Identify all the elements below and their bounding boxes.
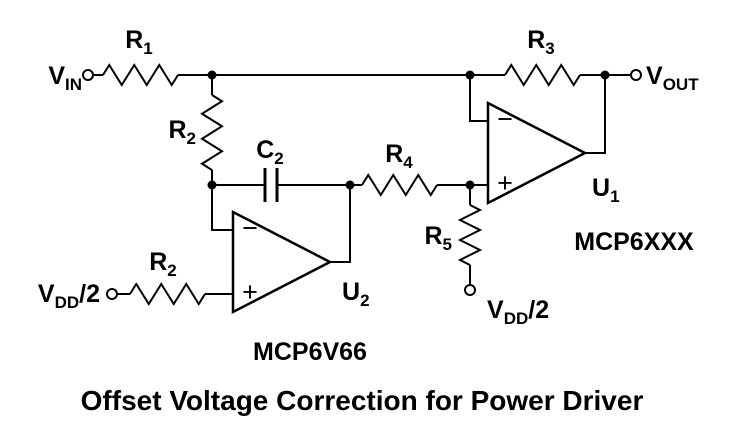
u2-part-number: MCP6V66	[253, 338, 367, 366]
figure-caption: Offset Voltage Correction for Power Driv…	[81, 385, 644, 416]
u1-label: U1	[592, 174, 620, 206]
junction-dot	[465, 70, 475, 80]
junctions-group	[207, 70, 610, 190]
u1-noninverting-input-icon: +	[497, 168, 513, 198]
wire-u1-inverting-branch	[469, 75, 488, 122]
opamp-u1-body	[486, 100, 588, 206]
junction-dot	[465, 180, 475, 190]
wire-feedback-to-u2-minus	[211, 185, 233, 231]
vdd-left-label: VDD/2	[38, 280, 100, 312]
vout-label-main: V	[646, 62, 663, 90]
u2-noninverting-input-icon: +	[242, 277, 258, 307]
junction-dot	[600, 70, 610, 80]
r2-input-label: R2	[149, 248, 177, 280]
vdd-left-terminal-icon	[106, 288, 118, 300]
vdd-right-label: VDD/2	[487, 296, 549, 328]
wire-u1-output	[585, 75, 606, 154]
vin-label-sub: IN	[65, 75, 82, 94]
resistors-group	[102, 63, 581, 306]
opamp-u2: − +	[231, 209, 333, 315]
labels-group: VIN VOUT R1 R3 R2 C2 R4 R5 R2 U1 U2 MCP6…	[38, 26, 699, 416]
vin-label-main: V	[48, 62, 65, 90]
r4-label: R4	[385, 140, 413, 172]
vdd-right-terminal-icon	[464, 284, 476, 296]
resistor-r1	[102, 63, 179, 87]
vout-label: VOUT	[646, 62, 699, 94]
terminals-group	[82, 69, 642, 300]
resistor-r2-feedback	[200, 94, 224, 171]
wire-u2-output	[330, 185, 351, 263]
resistor-r5	[457, 204, 483, 266]
r2-feedback-label: R2	[168, 116, 196, 148]
junction-dot	[207, 180, 217, 190]
capacitor-c2	[263, 168, 279, 202]
r5-label: R5	[424, 222, 452, 254]
resistor-r4	[361, 173, 438, 197]
u2-inverting-input-icon: −	[242, 213, 258, 243]
junction-dot	[207, 70, 217, 80]
r3-label: R3	[527, 26, 555, 58]
c2-label: C2	[256, 136, 284, 168]
u1-part-number: MCP6XXX	[574, 228, 694, 256]
resistor-r2-input	[129, 282, 206, 306]
resistor-r3	[504, 63, 581, 87]
vout-terminal-icon	[630, 69, 642, 81]
vin-label: VIN	[48, 62, 82, 94]
u2-label: U2	[342, 278, 370, 310]
vin-terminal-icon	[82, 69, 94, 81]
junction-dot	[345, 180, 355, 190]
opamp-u1: − +	[486, 100, 588, 206]
r1-label: R1	[125, 26, 153, 58]
u1-inverting-input-icon: −	[497, 104, 513, 134]
vout-label-sub: OUT	[663, 75, 700, 94]
opamp-u2-body	[231, 209, 333, 315]
